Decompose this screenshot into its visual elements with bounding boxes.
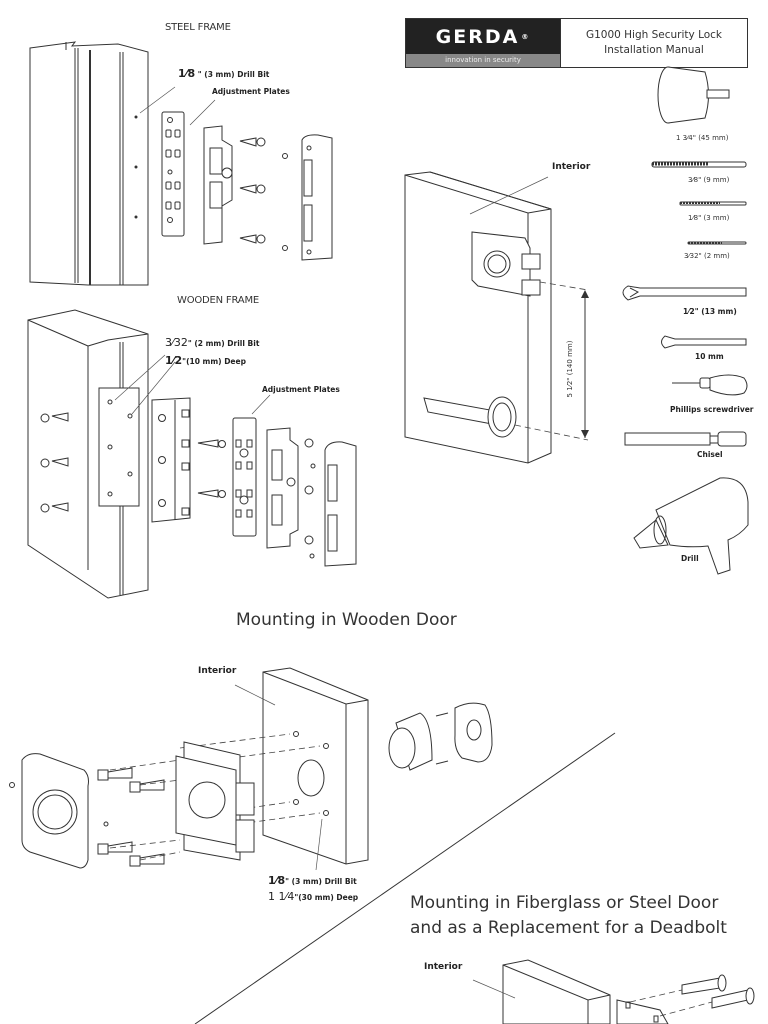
brand-tagline: innovation in security (406, 54, 560, 67)
drill-text: " (2 mm) Drill Bit (187, 339, 260, 348)
drill-text: " (3 mm) Drill Bit (285, 877, 357, 886)
tools-illustration (623, 67, 748, 574)
steel-door-section-title-line2: and as a Replacement for a Deadbolt (410, 918, 727, 938)
depth-text: "(30 mm) Deep (294, 893, 359, 902)
depth-text: "(10 mm) Deep (182, 357, 246, 366)
chisel-icon (625, 432, 746, 446)
wooden-frame-title: WOODEN FRAME (177, 295, 259, 306)
steel-frame-illustration (30, 42, 332, 285)
steel-door-interior-label: Interior (424, 962, 463, 972)
power-drill-icon (634, 478, 748, 574)
tool-label-bit-3mm: 1⁄8" (3 mm) (688, 214, 730, 222)
dimension-label: 5 1⁄2" (140 mm) (566, 340, 574, 398)
manual-header: GERDA® innovation in security G1000 High… (405, 18, 748, 68)
manual-title-line1: G1000 High Security Lock (585, 29, 723, 41)
tool-label-drill: Drill (681, 554, 699, 563)
wooden-frame-plates-label: Adjustment Plates (262, 385, 340, 394)
steel-door-mounting-illustration (473, 960, 754, 1024)
tool-label-wrench-13mm: 1⁄2" (13 mm) (683, 307, 737, 316)
wooden-door-depth-label: 1 1⁄4"(30 mm) Deep (268, 890, 358, 903)
wooden-frame-depth-label: 1⁄2"(10 mm) Deep (165, 354, 246, 367)
tool-label-screwdriver: Phillips screwdriver (670, 405, 754, 414)
drill-bit-icon (688, 242, 746, 244)
depth-fraction: 1⁄2 (165, 354, 183, 367)
tool-label-wrench-10mm: 10 mm (695, 352, 724, 361)
brand-name: GERDA (435, 25, 520, 48)
wooden-frame-illustration (28, 310, 356, 598)
screwdriver-icon (672, 375, 747, 395)
gerda-logo: GERDA® innovation in security (406, 19, 560, 67)
tool-label-chisel: Chisel (697, 450, 723, 459)
wrench-icon (662, 336, 747, 348)
drill-fraction: 1⁄8 (268, 874, 286, 887)
screws (240, 138, 265, 243)
tool-label-bit-9mm: 3⁄8" (9 mm) (688, 176, 730, 184)
steel-frame-title: STEEL FRAME (165, 22, 231, 33)
wooden-frame-drill-label: 3⁄32" (2 mm) Drill Bit (165, 336, 259, 349)
wooden-door-mounting-illustration (10, 668, 493, 870)
manual-title: G1000 High Security Lock Installation Ma… (560, 19, 747, 67)
drill-fraction: 3⁄32 (165, 336, 188, 349)
door-interior-label: Interior (552, 162, 591, 172)
wooden-door-drill-label: 1⁄8" (3 mm) Drill Bit (268, 874, 357, 887)
steel-door-section-title-line1: Mounting in Fiberglass or Steel Door (410, 893, 719, 913)
drill-bit-icon (680, 202, 746, 205)
tool-label-bit-2mm: 3⁄32" (2 mm) (684, 252, 730, 260)
drill-fraction: 1⁄8 (178, 67, 196, 80)
hole-saw-icon (658, 67, 729, 123)
drill-text: " (3 mm) Drill Bit (197, 70, 270, 79)
depth-fraction: 1 1⁄4 (268, 890, 295, 903)
steel-frame-drill-label: 1⁄8 " (3 mm) Drill Bit (178, 67, 269, 80)
steel-frame-plates-label: Adjustment Plates (212, 87, 290, 96)
section-divider-line (195, 733, 615, 1024)
manual-title-line2: Installation Manual (604, 44, 704, 56)
wooden-door-interior-label: Interior (198, 666, 237, 676)
wooden-door-section-title: Mounting in Wooden Door (236, 610, 457, 630)
drill-bit-icon (652, 162, 746, 167)
wrench-icon (623, 286, 746, 300)
registered-mark: ® (521, 32, 531, 41)
tool-label-hole-saw: 1 3⁄4" (45 mm) (676, 134, 729, 142)
door-with-lock-illustration (405, 172, 589, 463)
